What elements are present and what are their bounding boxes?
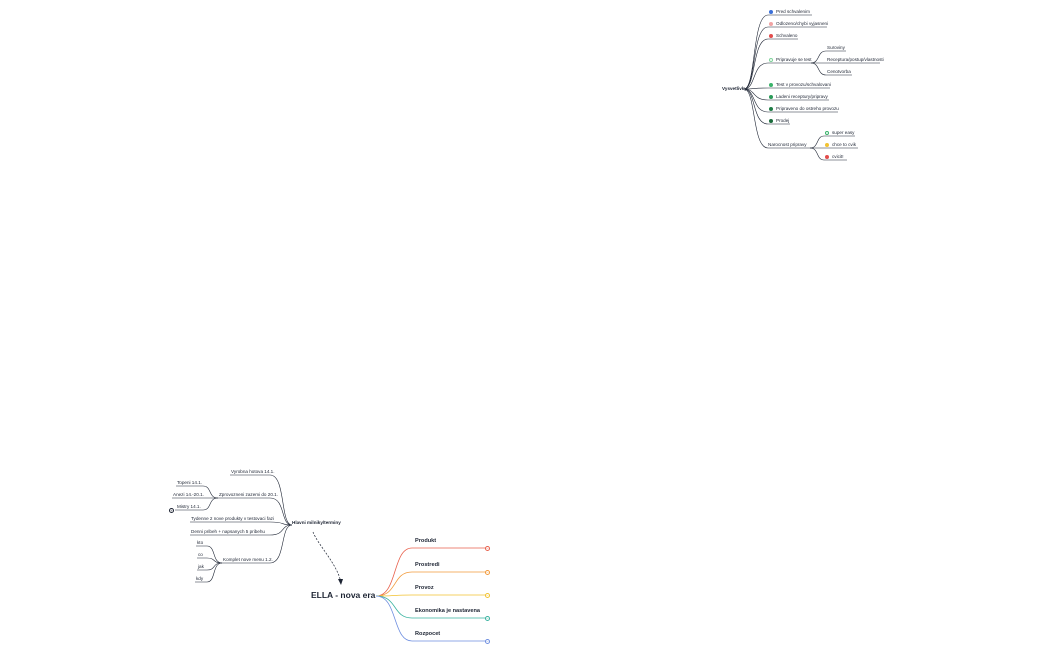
milestone-item[interactable]: Zprovozneni zazemi do 20.1. — [219, 492, 278, 497]
legend-difficulty-item[interactable]: cvicit! — [825, 154, 843, 160]
legend-subitem[interactable]: Receptura/postup/vlastnosti — [827, 57, 884, 62]
branch-ekonomika[interactable]: Ekonomika je nastavena — [415, 608, 480, 614]
legend-item[interactable]: Prodej — [769, 118, 789, 124]
legend-subitem[interactable]: Suroviny — [827, 45, 845, 50]
collapse-icon[interactable]: − — [485, 570, 490, 575]
status-dot-icon — [769, 21, 773, 26]
legend-item[interactable]: Ladeni receptury/pripravy — [769, 94, 828, 100]
milestones-title[interactable]: Hlavni milniky/terminy — [292, 520, 341, 525]
difficulty-dot-icon — [825, 154, 829, 159]
status-dot-icon — [769, 82, 773, 87]
difficulty-dot-icon — [825, 130, 829, 135]
collapse-icon[interactable]: − — [485, 546, 490, 551]
collapse-icon[interactable]: − — [485, 616, 490, 621]
milestone-subitem[interactable]: co — [198, 552, 203, 557]
status-dot-icon — [769, 57, 773, 62]
legend-subitem[interactable]: Cenotvorba — [827, 69, 851, 74]
branch-produkt[interactable]: Produkt — [415, 538, 437, 544]
status-dot-icon — [769, 118, 773, 123]
milestone-subitem[interactable]: jak — [198, 564, 204, 569]
legend-item[interactable]: Pripravuje se test — [769, 57, 812, 63]
legend-item[interactable]: Odlozeno/chybi vyjasneni — [769, 21, 828, 27]
status-dot-icon — [769, 33, 773, 38]
milestone-item[interactable]: Denni pribeh + napsanych 5 pribehu — [191, 529, 265, 534]
legend-difficulty-item[interactable]: super easy — [825, 130, 854, 136]
legend-item[interactable]: Pripraveno do ostreho provozu — [769, 106, 839, 112]
milestone-subitem[interactable]: Topeni 14.1. — [177, 480, 203, 485]
collapse-icon[interactable]: − — [485, 639, 490, 644]
legend-item[interactable]: Pred schvalenim — [769, 9, 810, 15]
legend-item[interactable]: Schvaleno — [769, 33, 797, 39]
milestone-subitem[interactable]: kto — [197, 540, 204, 545]
difficulty-dot-icon — [825, 142, 829, 147]
milestone-item[interactable]: Tydenne 2 nove produkty v testovaci fazi — [191, 516, 274, 521]
status-dot-icon — [769, 106, 773, 111]
status-dot-icon — [769, 9, 773, 14]
milestone-subitem[interactable]: Mistry 14.1. — [177, 504, 201, 509]
expand-icon[interactable]: + — [169, 508, 174, 513]
legend-difficulty[interactable]: Narocnost pripravy — [768, 142, 807, 147]
branch-provoz[interactable]: Provoz — [415, 585, 434, 591]
legend-title[interactable]: Vysvetlivky — [722, 86, 747, 91]
milestone-item[interactable]: Vyrobna hotova 14.1. — [231, 469, 275, 474]
branch-prostredi[interactable]: Prostredi — [415, 562, 440, 568]
branch-rozpocet[interactable]: Rozpocet — [415, 631, 441, 637]
milestone-subitem[interactable]: Anezi 14.-20.1. — [173, 492, 204, 497]
status-dot-icon — [769, 94, 773, 99]
milestone-item[interactable]: Komplet nove menu 1.2. — [223, 557, 273, 562]
milestone-subitem[interactable]: kdy — [196, 576, 204, 581]
legend-item[interactable]: Test v provozu/schvalovani — [769, 82, 831, 88]
legend-difficulty-item[interactable]: chce to cvik — [825, 142, 856, 148]
root-topic[interactable]: ELLA - nova era — [311, 590, 376, 600]
collapse-icon[interactable]: − — [485, 593, 490, 598]
